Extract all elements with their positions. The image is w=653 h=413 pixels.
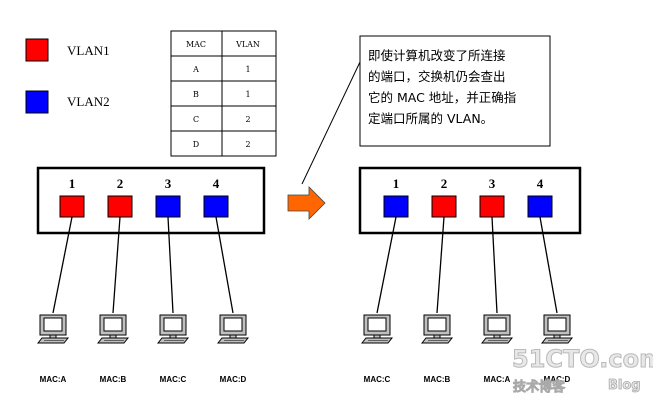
port-number: 3 [489, 176, 496, 191]
switch-port [527, 195, 553, 218]
computer-icon [361, 314, 393, 344]
network-cable [539, 216, 558, 314]
watermark-main: 51CTO.com [512, 345, 653, 373]
computer-icon [157, 314, 189, 344]
port-number: 3 [165, 176, 172, 191]
network-cable [52, 216, 73, 314]
mac-vlan-table: MAC VLAN A 1 B 1 C 2 D 2 [170, 30, 277, 157]
legend-swatch-vlan2 [25, 90, 49, 114]
host-mac-label: MAC:C [364, 375, 391, 384]
left-switch-ports: 1 2 3 4 [59, 176, 229, 218]
network-cable [167, 216, 174, 314]
host-mac-label: MAC:B [100, 375, 127, 384]
legend-label-vlan1: VLAN1 [67, 43, 110, 58]
legend: VLAN1 VLAN2 [25, 38, 110, 114]
host-mac-label: MAC:D [544, 375, 571, 384]
table-cell-mac: D [193, 140, 199, 149]
network-cable [436, 216, 445, 314]
port-number: 1 [69, 176, 76, 191]
table-cell-mac: A [192, 65, 199, 74]
switch-port [431, 195, 457, 218]
table-header-mac: MAC [186, 40, 206, 49]
computer-icon [97, 314, 129, 344]
legend-swatch-vlan1 [25, 38, 49, 62]
port-number: 2 [441, 176, 448, 191]
callout-line: 它的 MAC 地址，并正确指 [368, 90, 516, 105]
switch-port [59, 195, 85, 218]
computer-icon [37, 314, 69, 344]
network-cable [491, 216, 498, 314]
host-mac-label: MAC:D [220, 375, 247, 384]
table-header-vlan: VLAN [235, 40, 260, 49]
switch-port [479, 195, 505, 218]
port-number: 2 [117, 176, 124, 191]
network-cable [215, 216, 234, 314]
left-hosts: MAC:A MAC:B MAC:C MAC:D [37, 216, 249, 384]
legend-label-vlan2: VLAN2 [67, 94, 110, 109]
callout-line: 即使计算机改变了所连接 [368, 48, 506, 63]
transition-arrow [287, 186, 326, 220]
port-number: 4 [537, 176, 544, 191]
computer-icon [541, 314, 573, 344]
host-mac-label: MAC:A [40, 375, 67, 384]
port-number: 1 [393, 176, 400, 191]
switch-port [107, 195, 133, 218]
computer-icon [421, 314, 453, 344]
host-mac-label: MAC:C [160, 375, 187, 384]
switch-port [203, 195, 229, 218]
watermark: 51CTO.com 技术博客 Blog [512, 345, 653, 396]
host-mac-label: MAC:B [424, 375, 451, 384]
table-cell-vlan: 2 [245, 140, 250, 149]
watermark-blog: Blog [608, 378, 641, 393]
computer-icon [217, 314, 249, 344]
callout-box [359, 35, 551, 147]
watermark-sub: 技术博客 [513, 379, 566, 395]
network-cable [112, 216, 121, 314]
table-cell-mac: B [193, 90, 199, 99]
network-cable [376, 216, 397, 314]
switch-port [383, 195, 409, 218]
left-switch: 1 2 3 4 [36, 166, 266, 235]
table-cell-mac: C [193, 115, 199, 124]
switch-port [155, 195, 181, 218]
table-cell-vlan: 2 [245, 115, 250, 124]
right-switch: 1 2 3 4 [358, 166, 582, 235]
table-cell-vlan: 1 [245, 65, 250, 74]
callout-pointer [301, 61, 361, 185]
right-hosts: MAC:C MAC:B MAC:A MAC:D [361, 216, 573, 384]
callout-line: 的端口，交换机仍会查出 [368, 69, 506, 84]
computer-icon [481, 314, 513, 344]
host-mac-label: MAC:A [484, 375, 511, 384]
port-number: 4 [213, 176, 220, 191]
table-cell-vlan: 1 [245, 90, 250, 99]
callout: 即使计算机改变了所连接 的端口，交换机仍会查出 它的 MAC 地址，并正确指 定… [301, 35, 551, 185]
callout-line: 定端口所属的 VLAN。 [368, 111, 493, 126]
